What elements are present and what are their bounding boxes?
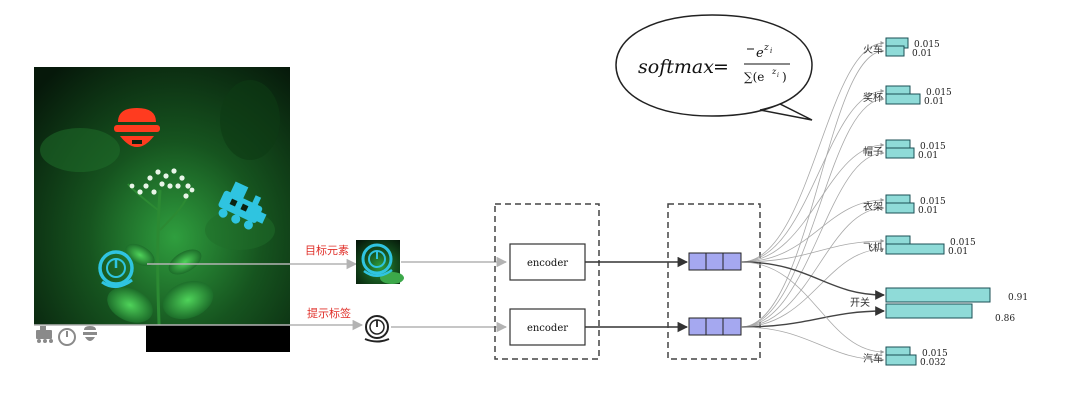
- class-label: 奖杯: [863, 91, 883, 104]
- score-bar-2: [885, 243, 945, 255]
- power-icon: [364, 315, 390, 343]
- encoder-top-label: encoder: [527, 258, 568, 269]
- score-value-1: 0.015: [926, 88, 952, 98]
- score-bar-2: [885, 354, 917, 366]
- embedding-group-box: [667, 203, 761, 360]
- target-crop-thumbnail: [356, 240, 404, 284]
- fan-curve: [740, 239, 885, 263]
- score-bar-2: [885, 45, 905, 57]
- score-value-2: 0.032: [920, 358, 946, 368]
- formula-lhs: softmax: [638, 56, 714, 78]
- score-bar-2: [885, 303, 973, 319]
- class-label: 汽车: [863, 352, 883, 365]
- switch-icon: [98, 250, 134, 288]
- score-value-1: 0.015: [920, 197, 946, 207]
- formula-num-exp-sub: i: [770, 47, 772, 55]
- score-value-2: 0.01: [918, 206, 938, 216]
- fan-curve: [740, 151, 885, 328]
- score-value-1: 0.015: [950, 238, 976, 248]
- formula-den-close: ): [782, 70, 787, 84]
- encoder-bottom-label: encoder: [527, 323, 568, 334]
- score-value-2: 0.01: [918, 151, 938, 161]
- hat-icon: [114, 108, 160, 147]
- score-value-2: 0.01: [924, 97, 944, 107]
- score-value-2: 0.01: [912, 49, 932, 59]
- encoder-group-box: [494, 203, 600, 360]
- formula-num-base: e: [756, 46, 764, 61]
- formula-equals: =: [713, 56, 729, 78]
- score-bar-2: [885, 147, 915, 159]
- score-value-1: 0.015: [922, 349, 948, 359]
- class-label: 帽子: [863, 145, 883, 158]
- softmax-formula: softmax = e z i ∑(e z i ): [638, 43, 790, 84]
- score-value-2: 0.01: [948, 247, 968, 257]
- fan-curve: [740, 326, 885, 362]
- encoder-block-top: [509, 243, 586, 281]
- fan-curve: [740, 261, 885, 354]
- fan-curve: [740, 97, 885, 328]
- prompt-label-label: 提示标签: [307, 306, 351, 320]
- softmax-bubble: [615, 14, 813, 121]
- score-bar-1: [885, 287, 991, 303]
- class-label: 火车: [863, 43, 883, 56]
- fan-curve: [740, 89, 885, 263]
- formula-num-exp: z: [763, 43, 769, 53]
- score-value-1: 0.015: [920, 142, 946, 152]
- target-element-label: 目标元素: [305, 243, 349, 257]
- fan-curve: [740, 306, 885, 328]
- score-value-1: 0.91: [1008, 293, 1028, 303]
- similarity-fan-lines: [740, 41, 885, 362]
- score-value-2: 0.86: [995, 314, 1015, 324]
- fan-curve: [740, 49, 885, 328]
- class-label: 衣架: [863, 200, 883, 213]
- score-bar-2: [885, 202, 915, 214]
- embedding-vector-top: [688, 252, 742, 271]
- formula-den-exp-sub: i: [777, 72, 779, 79]
- fan-curve: [740, 198, 885, 263]
- score-value-1: 0.015: [914, 40, 940, 50]
- formula-den-sum: ∑(e: [744, 70, 764, 84]
- embedding-vector-bottom: [688, 317, 742, 336]
- icon-prompt-strip: [36, 326, 97, 346]
- class-label: 开关: [850, 296, 870, 309]
- fan-curve: [740, 206, 885, 328]
- class-row: 开关 0.91 0.86: [850, 287, 1028, 324]
- fan-curve: [740, 41, 885, 263]
- score-bar-2: [885, 93, 921, 105]
- formula-den-exp: z: [771, 67, 777, 76]
- class-label: 飞机: [863, 241, 883, 254]
- fan-curve: [740, 261, 885, 300]
- fan-curve: [740, 143, 885, 263]
- train-icon: [218, 181, 267, 230]
- fan-curve: [740, 247, 885, 328]
- encoder-block-bottom: [509, 308, 586, 346]
